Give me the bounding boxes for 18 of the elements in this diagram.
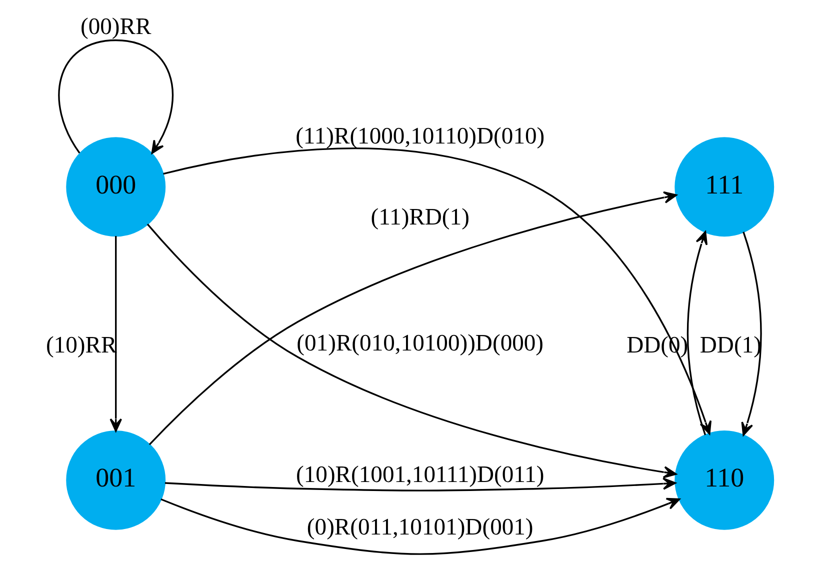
edge-label: (10)R(1001,10111)D(011) xyxy=(296,462,544,488)
node-circle: 001 xyxy=(66,430,166,530)
node-circle: 111 xyxy=(674,137,774,237)
arrow xyxy=(160,498,680,555)
edge-label: (0)R(011,10101)D(001) xyxy=(306,514,533,540)
arrow xyxy=(146,224,676,478)
edge-label: DD(1) xyxy=(699,332,761,358)
edge-label: (11)RD(1) xyxy=(370,204,469,230)
arrow xyxy=(58,39,173,154)
edge-label: (00)RR xyxy=(80,14,151,40)
arrow xyxy=(148,191,676,446)
arrow xyxy=(109,236,122,432)
arrow xyxy=(686,231,708,436)
arrow xyxy=(740,232,762,436)
edge-label: (11)R(1000,10110)D(010) xyxy=(295,123,544,150)
node-circle: 110 xyxy=(674,430,774,530)
edge-label: (01)R(010,10100))D(000) xyxy=(296,330,544,357)
arrow xyxy=(164,478,676,492)
